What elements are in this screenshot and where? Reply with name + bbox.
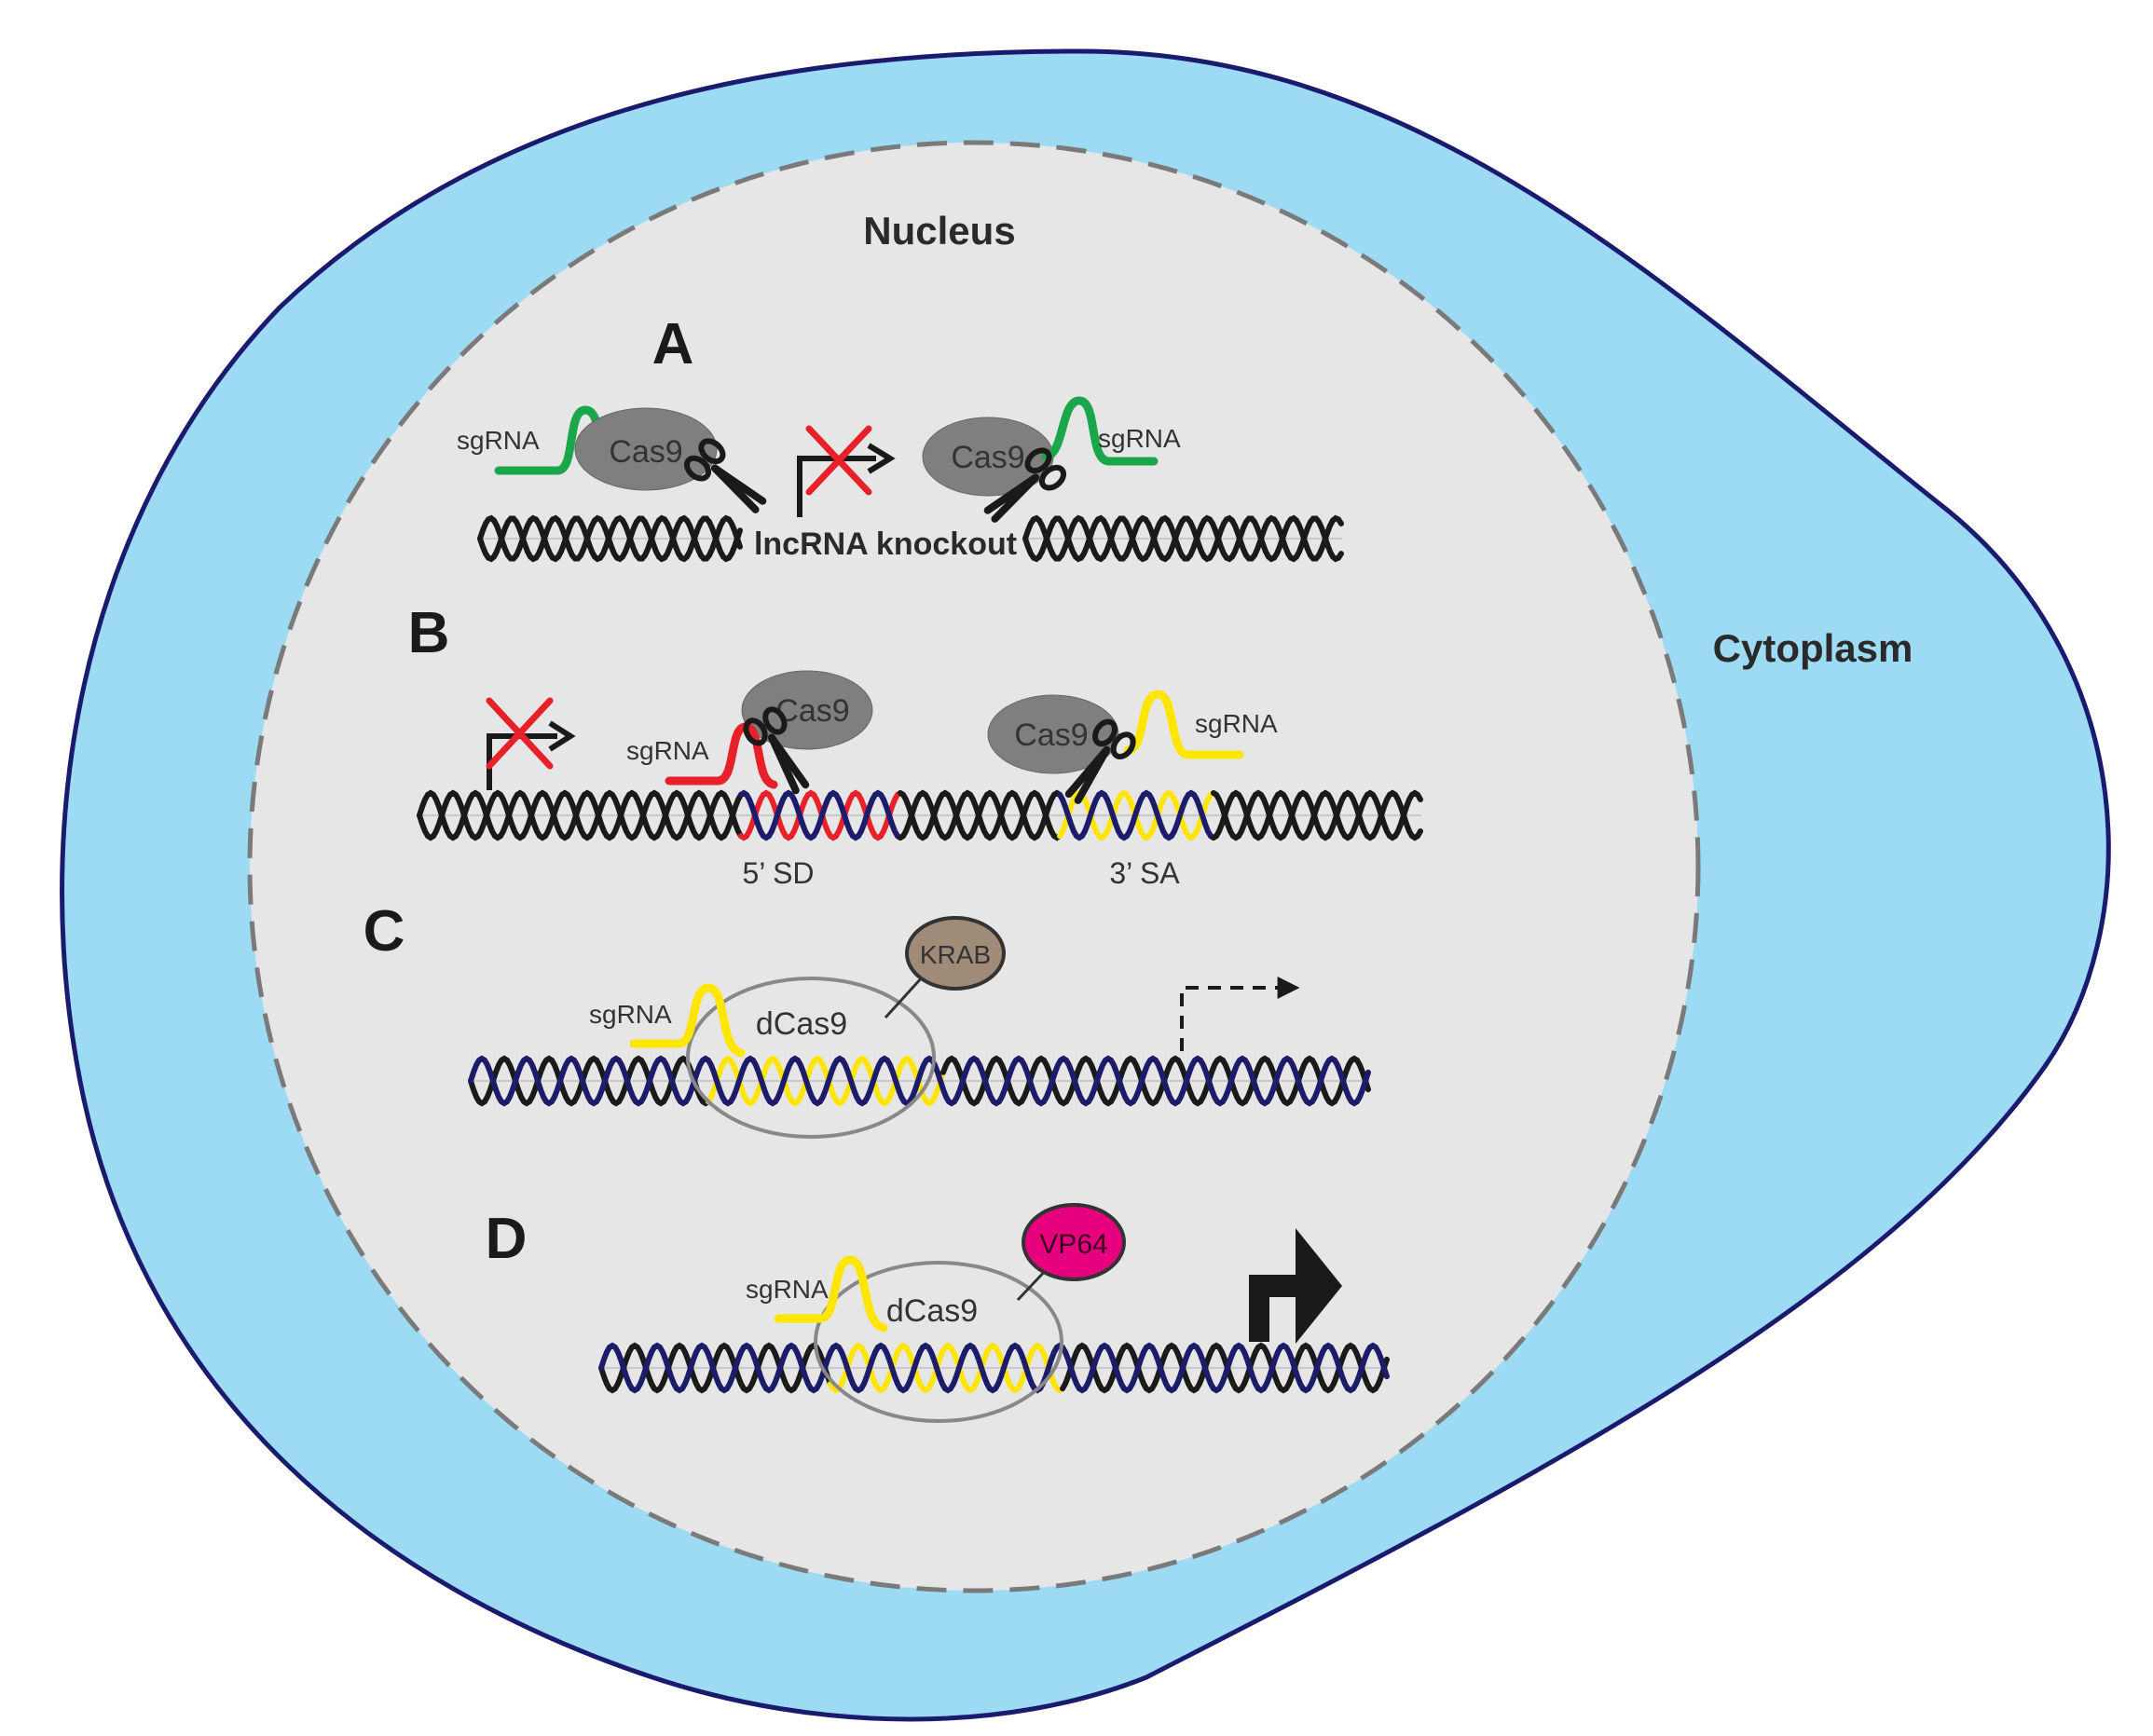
dna-strand <box>898 789 1063 841</box>
dna-strand <box>598 1342 1390 1394</box>
panel-d-letter: D <box>486 1207 528 1271</box>
vp64-effector-label: VP64 <box>1039 1229 1107 1260</box>
panel-c-letter: C <box>363 899 405 964</box>
sgrna-b-left-label: sgRNA <box>626 736 709 765</box>
dcas9-d <box>814 1261 1063 1423</box>
dna-strand <box>1211 789 1423 841</box>
dna-strand <box>1057 789 1216 841</box>
cas9-a-right-label: Cas9 <box>951 440 1024 475</box>
sgrna-a-right-label: sgRNA <box>1098 424 1181 453</box>
panel-c: dCas9 sgRNA KRAB <box>468 916 1371 1139</box>
dna-helix-c <box>468 1055 1371 1107</box>
dcas9-c <box>686 977 936 1139</box>
cytoplasm-label: Cytoplasm <box>1713 626 1913 670</box>
panel-d: dCas9 sgRNA VP64 <box>598 1203 1390 1423</box>
cas9-a-left <box>574 407 718 491</box>
sgrna-d-label: sgRNA <box>746 1275 829 1304</box>
panel-b: Cas9 sgRNA Cas9 sgRNA 5’ SD 3’ SA <box>417 670 1423 890</box>
active-transcription-arrow-icon <box>1249 1228 1342 1344</box>
panel-a-letter: A <box>652 312 694 376</box>
sgrna-c <box>629 983 746 1058</box>
scissors-icon <box>683 438 767 513</box>
inhibited-promoter-arrow-icon <box>797 425 896 517</box>
dna-strand <box>738 789 903 841</box>
inhibited-promoter-arrow-icon <box>486 697 576 790</box>
linker-c <box>884 975 925 1019</box>
nucleus <box>247 140 1701 1593</box>
sgrna-b-right <box>1123 690 1244 759</box>
dcas9-c-label: dCas9 <box>756 1006 847 1042</box>
sgrna-a-left-label: sgRNA <box>457 426 540 455</box>
dna-strand <box>598 1342 833 1394</box>
scissors-icon <box>1064 718 1136 804</box>
dna-helix-d <box>598 1342 1390 1394</box>
dna-strand <box>417 789 744 841</box>
dna-strand <box>468 1055 711 1107</box>
dna-helix-a-left <box>477 514 743 563</box>
sgrna-b-right-label: sgRNA <box>1195 709 1278 738</box>
lncrna-knockout-label: lncRNA knockout <box>754 526 1017 562</box>
splice-acceptor-label: 3’ SA <box>1109 856 1180 890</box>
cas9-b-right-label: Cas9 <box>1014 718 1088 753</box>
dna-strand <box>468 1055 1371 1107</box>
cas9-a-left-label: Cas9 <box>609 434 682 470</box>
sgrna-d <box>774 1255 888 1333</box>
scissors-icon <box>743 706 810 795</box>
cas9-b-left-label: Cas9 <box>775 693 849 729</box>
dna-strand <box>477 514 743 563</box>
scissors-icon <box>983 447 1067 523</box>
cas9-b-right <box>987 694 1119 774</box>
krab-effector-label: KRAB <box>920 940 991 969</box>
panel-a: Cas9 sgRNA lncRNA knockout Cas9 sgRNA <box>457 396 1344 563</box>
vp64-effector <box>1022 1203 1126 1281</box>
sgrna-a-right <box>1041 396 1159 466</box>
splice-donor-label: 5’ SD <box>742 856 814 890</box>
dcas9-d-label: dCas9 <box>886 1293 978 1329</box>
sgrna-c-label: sgRNA <box>589 1000 672 1029</box>
krab-effector <box>905 916 1006 991</box>
nucleus-label: Nucleus <box>863 209 1015 253</box>
dna-strand <box>1022 514 1344 563</box>
weak-transcription-arrow-icon <box>1180 977 1300 1051</box>
dna-strand <box>1022 514 1344 563</box>
dna-helix-b <box>417 789 1423 841</box>
dna-helix-a-right <box>1022 514 1344 563</box>
dna-strand <box>706 1055 946 1107</box>
panel-b-letter: B <box>408 601 450 665</box>
